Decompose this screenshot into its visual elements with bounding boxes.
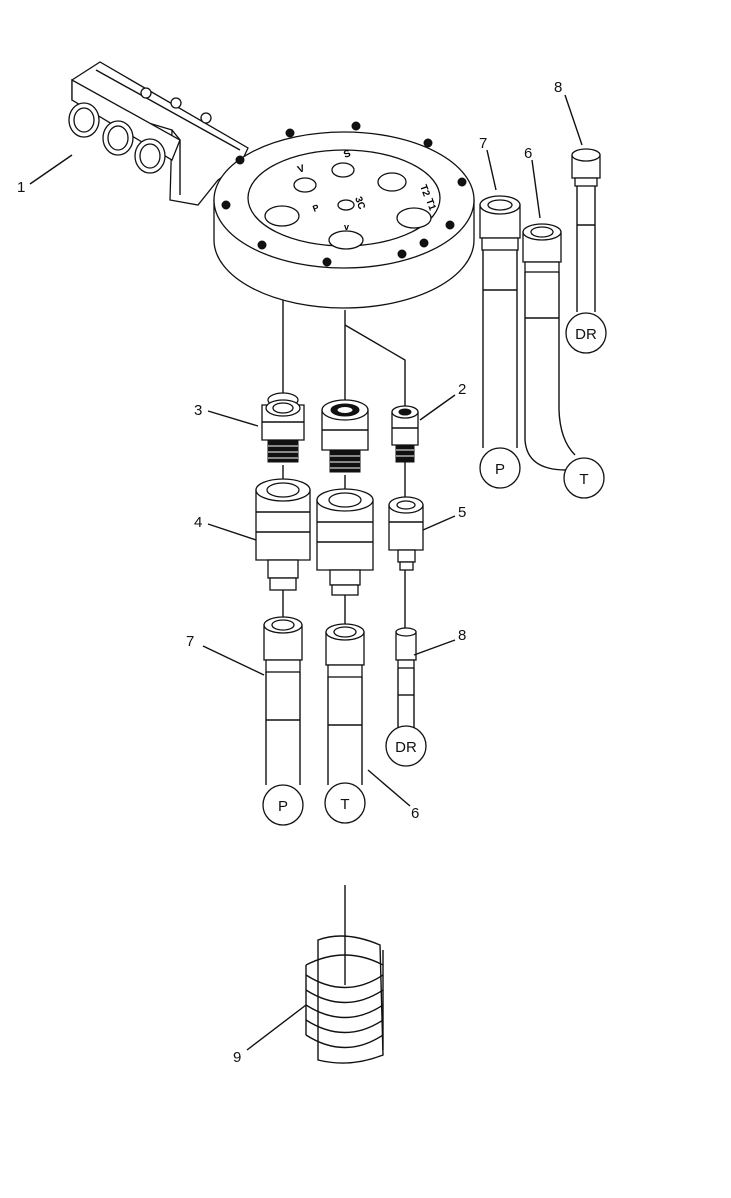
hose-6-lower xyxy=(325,623,365,785)
leader-lines xyxy=(29,94,583,1051)
mark-t1: T1 xyxy=(423,197,437,212)
port-p-top: P xyxy=(479,447,521,489)
plug-2 xyxy=(102,120,134,156)
port-label: DR xyxy=(395,739,417,756)
port-label: DR xyxy=(575,326,597,343)
hose-8-lower xyxy=(395,627,417,728)
adapter-2-right xyxy=(391,405,419,463)
callout-7-lower: 7 xyxy=(186,633,194,650)
mark-t2: T2 xyxy=(417,183,431,198)
coupling-4-left xyxy=(255,478,311,591)
callout-labels: 1 3 2 4 5 7 8 6 7 6 8 9 xyxy=(17,79,562,1066)
callout-8-lower: 8 xyxy=(458,627,466,644)
mark-v: V xyxy=(296,163,306,176)
plug-3 xyxy=(134,138,166,174)
callout-7-upper: 7 xyxy=(479,135,487,152)
mark-bottom: v xyxy=(344,222,349,232)
mark-p: P xyxy=(311,202,320,213)
coupling-5-right xyxy=(388,496,424,571)
callout-4: 4 xyxy=(194,514,202,531)
hose-6-upper xyxy=(522,223,576,471)
callout-5: 5 xyxy=(458,504,466,521)
adapter-3-center xyxy=(321,399,369,473)
callout-2: 2 xyxy=(458,381,466,398)
hose-8-upper xyxy=(571,148,601,312)
mark-3c: 3C xyxy=(352,195,367,211)
swivel-arm xyxy=(68,61,249,206)
callout-8-upper: 8 xyxy=(554,79,562,96)
rim-bolts xyxy=(221,121,467,267)
coupling-4-center xyxy=(316,488,374,596)
port-t-top: T xyxy=(563,457,605,499)
rotary-manifold: V S 3C T2 T1 P v xyxy=(213,121,475,309)
callout-3: 3 xyxy=(194,402,202,419)
callout-9: 9 xyxy=(233,1049,241,1066)
port-p-bottom: P xyxy=(262,784,304,826)
spiral-wrap-9 xyxy=(305,935,384,1064)
port-dr-bottom: DR xyxy=(385,725,427,767)
port-label: P xyxy=(495,461,505,478)
callout-6-upper: 6 xyxy=(524,145,532,162)
assembly-lines xyxy=(282,300,406,985)
port-t-bottom: T xyxy=(324,782,366,824)
callout-6-lower: 6 xyxy=(411,805,419,822)
callout-1: 1 xyxy=(17,179,25,196)
hose-7-upper xyxy=(479,195,521,448)
mark-s: S xyxy=(342,148,352,161)
port-dr-top: DR xyxy=(565,312,607,354)
plug-1 xyxy=(68,102,100,138)
hose-7-lower xyxy=(263,616,303,785)
port-label: P xyxy=(278,798,288,815)
port-label: T xyxy=(579,471,588,488)
port-label: T xyxy=(340,796,349,813)
adapter-3-left xyxy=(261,392,305,463)
